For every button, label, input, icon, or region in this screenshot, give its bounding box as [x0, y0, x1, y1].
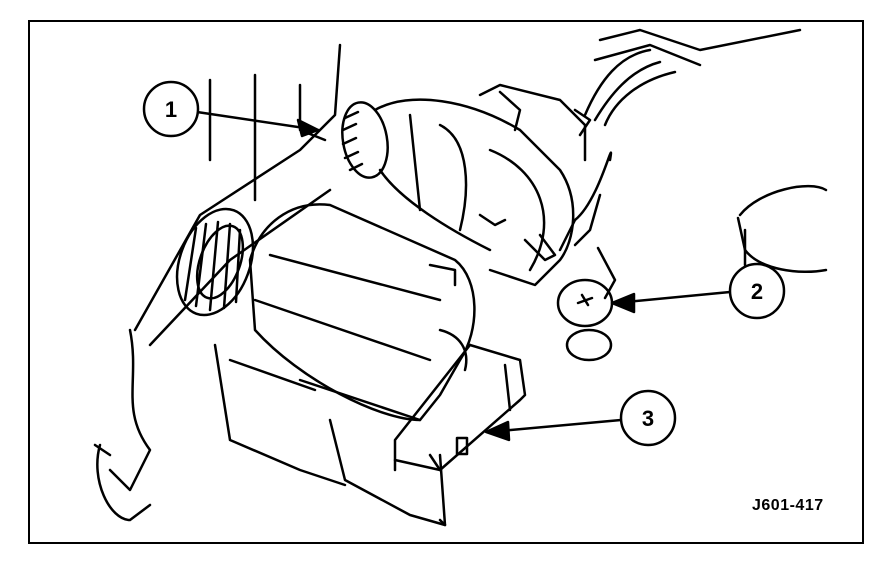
callout-1: 1: [142, 80, 200, 138]
callout-3: 3: [619, 389, 677, 447]
rotor-actuator: [341, 83, 592, 287]
column-housing-outline: [93, 43, 342, 522]
retainer-screw: [556, 246, 617, 362]
ignition-switch-body: [213, 203, 476, 527]
wiring-harness: [558, 28, 802, 252]
callout-2: 2: [728, 262, 786, 320]
connector-block: [393, 343, 527, 527]
callout-3-label: 3: [642, 406, 654, 431]
callout-2-label: 2: [751, 279, 763, 304]
callout-leaders: [195, 110, 732, 442]
callout-1-label: 1: [165, 97, 177, 122]
figure-code: J601-417: [752, 497, 824, 514]
adjacent-housing: [736, 184, 828, 274]
ignition-cylinder-ring: [175, 207, 255, 317]
